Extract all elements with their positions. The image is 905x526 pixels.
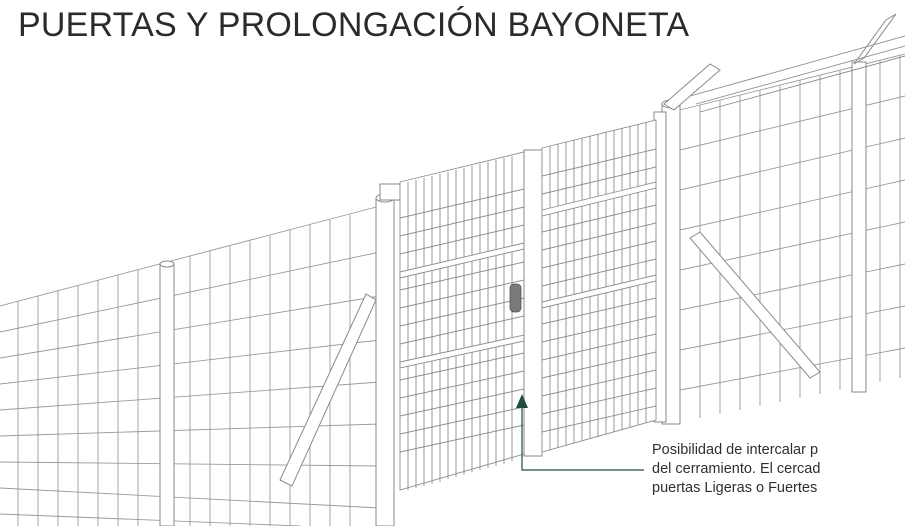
- gate-center-stile: [523, 149, 543, 457]
- page-title: PUERTAS Y PROLONGACIÓN BAYONETA: [18, 6, 690, 44]
- callout-arrow: [516, 394, 644, 471]
- left-diagonal-brace: [279, 293, 377, 487]
- callout-caption: Posibilidad de intercalar p del cerramie…: [652, 441, 905, 498]
- bayonet-post: [663, 13, 897, 393]
- right-diagonal-brace: [689, 231, 821, 379]
- caption-line: Posibilidad de intercalar p: [652, 442, 819, 458]
- gate-latch-handle: [509, 283, 522, 313]
- gate-leaf-right: [541, 119, 657, 453]
- right-fence-mesh: [679, 53, 905, 418]
- left-fence-post: [159, 260, 175, 526]
- caption-line: puertas Ligeras o Fuertes: [652, 480, 818, 496]
- barbed-wire: [689, 35, 905, 113]
- caption-line: del cerramiento. El cercad: [652, 461, 821, 477]
- left-fence-mesh: [0, 205, 381, 526]
- gate-leaf-left: [399, 151, 525, 491]
